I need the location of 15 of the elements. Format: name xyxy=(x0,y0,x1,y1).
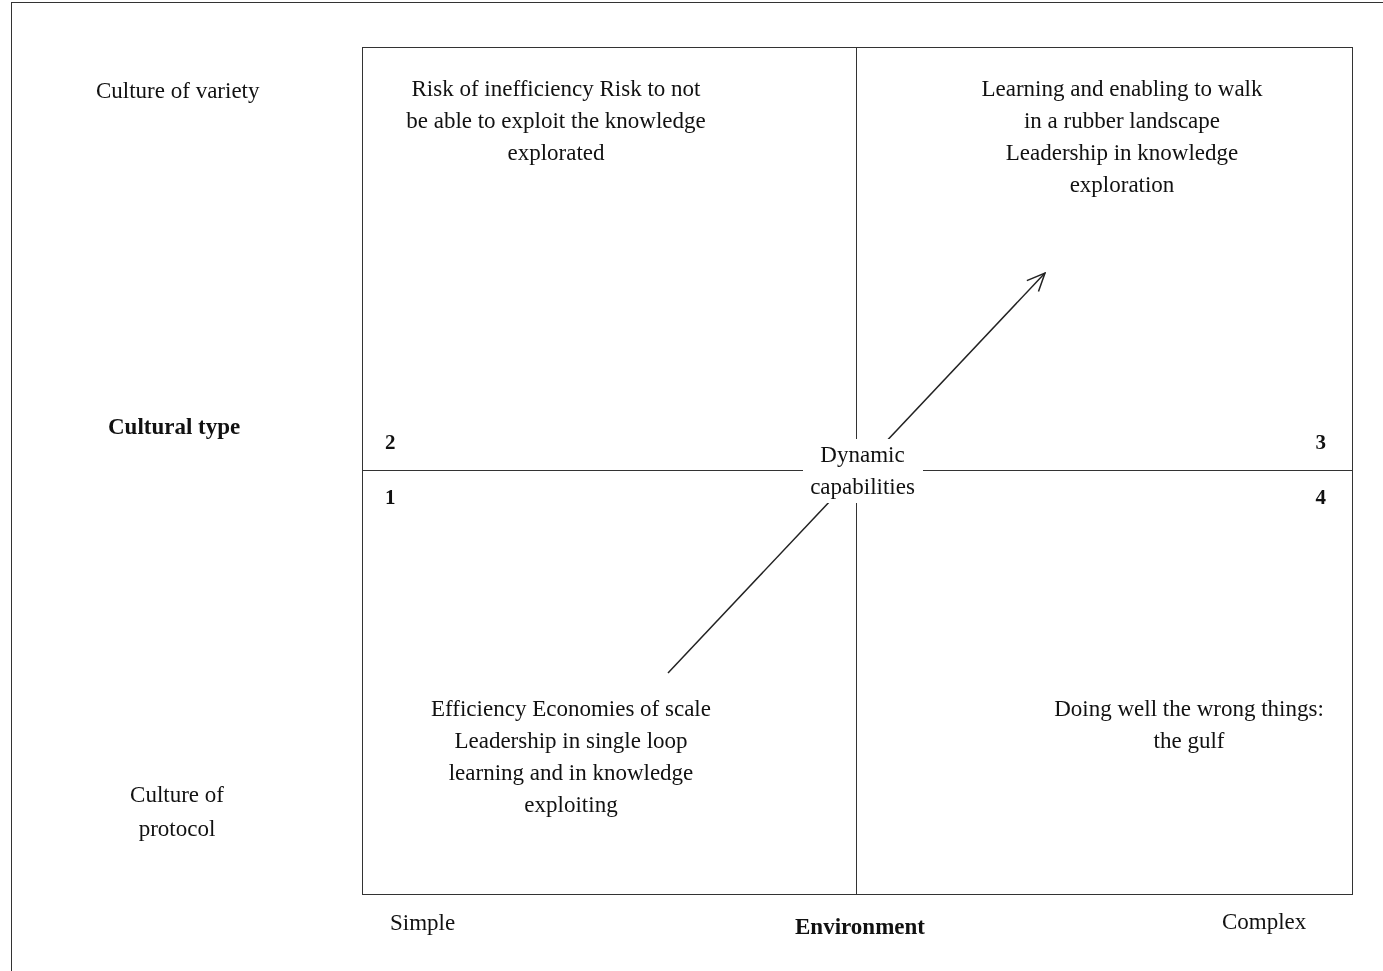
quadrant-number: 2 xyxy=(385,430,396,455)
quadrant-text: Learning and enabling to walk in a rubber landscape Leadership in knowledge exploration xyxy=(977,73,1267,273)
axis-label: Culture of protocol xyxy=(129,781,225,843)
quadrant-number: 4 xyxy=(1315,485,1326,510)
axis-label: Culture of variety xyxy=(96,77,261,105)
quadrant-number: 1 xyxy=(385,485,396,510)
quadrant-text: Doing well the wrong things: the gulf xyxy=(1047,693,1331,773)
axis-label: Complex xyxy=(1222,908,1308,936)
axis-title: Cultural type xyxy=(108,413,242,441)
axis-title: Environment xyxy=(794,913,926,941)
edge-label: Dynamic capabilities xyxy=(802,439,923,503)
axis-label: Simple xyxy=(390,909,457,937)
quadrant-text: Efficiency Economies of scale Leadership in single loop learning and in knowledge exploiting xyxy=(416,673,726,823)
quadrant-text: Risk of inefficiency Risk to not be able to exploit the knowledge explorated xyxy=(403,73,709,213)
quadrant-number: 3 xyxy=(1315,430,1326,455)
